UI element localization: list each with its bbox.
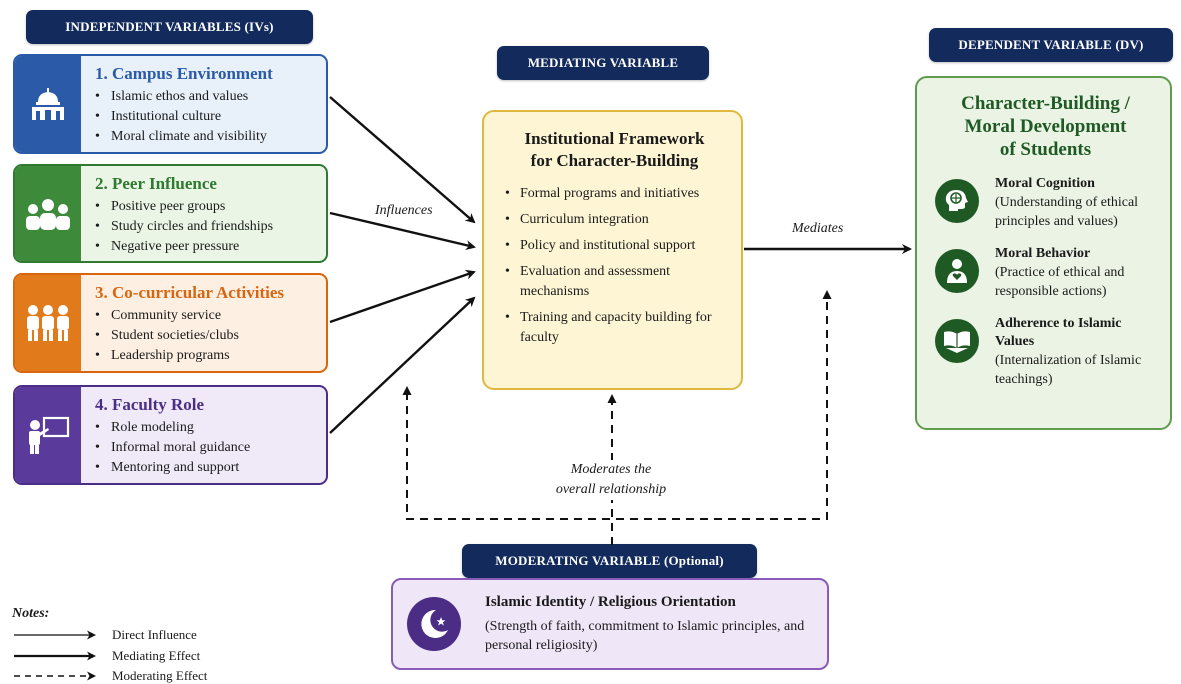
legend-mediating-label: Mediating Effect	[112, 648, 201, 663]
iv-item: Negative peer pressure	[95, 237, 316, 257]
iv-title: 4. Faculty Role	[95, 395, 205, 414]
iv-co-curricular-activities: 3. Co-curricular Activities Community se…	[13, 273, 328, 373]
brain-icon	[935, 179, 979, 223]
dependent-variable-box: Character-Building / Moral Development o…	[915, 76, 1172, 430]
mediating-header: MEDIATING VARIABLE	[497, 46, 709, 80]
arrow-peer	[329, 211, 476, 251]
dv-item-moral-cognition: Moral Cognition (Understanding of ethica…	[931, 175, 1160, 231]
iv-item: Role modeling	[95, 418, 316, 438]
mediator-box: Institutional Framework for Character-Bu…	[482, 110, 743, 390]
iv-faculty-role: 4. Faculty Role Role modeling Informal m…	[13, 385, 328, 485]
mediator-item: Curriculum integration	[502, 210, 727, 230]
dv-title-line: Character-Building /	[961, 93, 1130, 114]
iv-campus-environment: 1. Campus Environment Islamic ethos and …	[13, 54, 328, 154]
moderating-header: MODERATING VARIABLE (Optional)	[462, 544, 757, 578]
iv-item: Islamic ethos and values	[95, 87, 316, 107]
mediator-item: Training and capacity building for facul…	[502, 308, 727, 348]
arrow-cocurricular	[329, 269, 476, 324]
book-icon	[935, 319, 979, 363]
iv-item: Informal moral guidance	[95, 438, 316, 458]
dash-arrowhead-right	[822, 290, 832, 299]
iv-item: Moral climate and visibility	[95, 127, 316, 147]
moderates-label-line: Moderates the	[570, 462, 652, 477]
dv-title-line: of Students	[999, 139, 1092, 160]
dv-item-title: Moral Cognition	[995, 176, 1095, 191]
notes-title: Notes:	[12, 606, 50, 621]
mediator-title-line: Institutional Framework	[524, 129, 705, 148]
crescent-star-icon	[407, 597, 461, 651]
dv-title-line: Moral Development	[964, 116, 1127, 137]
iv-title: 1. Campus Environment	[95, 64, 273, 83]
mediator-title: Institutional Framework for Character-Bu…	[502, 128, 727, 172]
iv-item: Mentoring and support	[95, 458, 316, 478]
arrow-faculty	[329, 296, 476, 434]
dv-item-islamic-values: Adherence to Islamic Values (Internaliza…	[931, 315, 1160, 389]
iv-item: Study circles and friendships	[95, 217, 316, 237]
legend-moderating-label: Moderating Effect	[112, 668, 208, 683]
iv-item: Institutional culture	[95, 107, 316, 127]
mediator-title-line: for Character-Building	[530, 151, 699, 170]
dv-item-moral-behavior: Moral Behavior (Practice of ethical and …	[931, 245, 1160, 301]
dv-item-desc: (Practice of ethical and responsible act…	[995, 265, 1125, 299]
dash-arrowhead-center	[607, 394, 617, 403]
moderator-desc: (Strength of faith, commitment to Islami…	[485, 618, 805, 653]
iv-title: 3. Co-curricular Activities	[95, 283, 285, 302]
dv-item-title: Moral Behavior	[995, 246, 1091, 261]
dv-header: DEPENDENT VARIABLE (DV)	[929, 28, 1173, 62]
dv-item-desc: (Understanding of ethical principles and…	[995, 195, 1139, 229]
group-icon	[15, 166, 81, 261]
moderator-dashed-bracket	[406, 296, 828, 520]
person-heart-icon	[935, 249, 979, 293]
mediator-item: Evaluation and assessment mechanisms	[502, 262, 727, 302]
mediator-item: Policy and institutional support	[502, 236, 727, 256]
dv-item-desc: (Internalization of Islamic teachings)	[995, 353, 1142, 387]
iv-item: Positive peer groups	[95, 197, 316, 217]
iv-peer-influence: 2. Peer Influence Positive peer groups S…	[13, 164, 328, 263]
iv-item: Student societies/clubs	[95, 326, 316, 346]
mediator-item: Formal programs and initiatives	[502, 184, 727, 204]
people-icon	[15, 275, 81, 371]
moderator-box: Islamic Identity / Religious Orientation…	[391, 578, 829, 670]
dv-item-title: Adherence to Islamic Values	[995, 316, 1122, 349]
mediates-label: Mediates	[792, 221, 844, 236]
influences-label: Influences	[375, 203, 433, 218]
moderates-label-line: overall relationship	[555, 482, 667, 497]
legend-moderating: Moderating Effect	[112, 668, 207, 684]
teacher-icon	[15, 387, 81, 483]
iv-item: Leadership programs	[95, 346, 316, 366]
dash-arrowhead-left	[402, 386, 412, 395]
iv-header: INDEPENDENT VARIABLES (IVs)	[26, 10, 313, 44]
legend-direct-label: Direct Influence	[112, 627, 197, 642]
iv-title: 2. Peer Influence	[95, 174, 217, 193]
arrow-campus	[329, 96, 476, 224]
legend-mediating: Mediating Effect	[112, 648, 200, 664]
mosque-icon	[15, 56, 81, 152]
moderator-title: Islamic Identity / Religious Orientation	[485, 593, 736, 610]
moderates-label: Moderates the overall relationship	[532, 460, 690, 500]
dv-title: Character-Building / Moral Development o…	[931, 92, 1160, 161]
legend-direct: Direct Influence	[112, 627, 197, 643]
iv-item: Community service	[95, 306, 316, 326]
